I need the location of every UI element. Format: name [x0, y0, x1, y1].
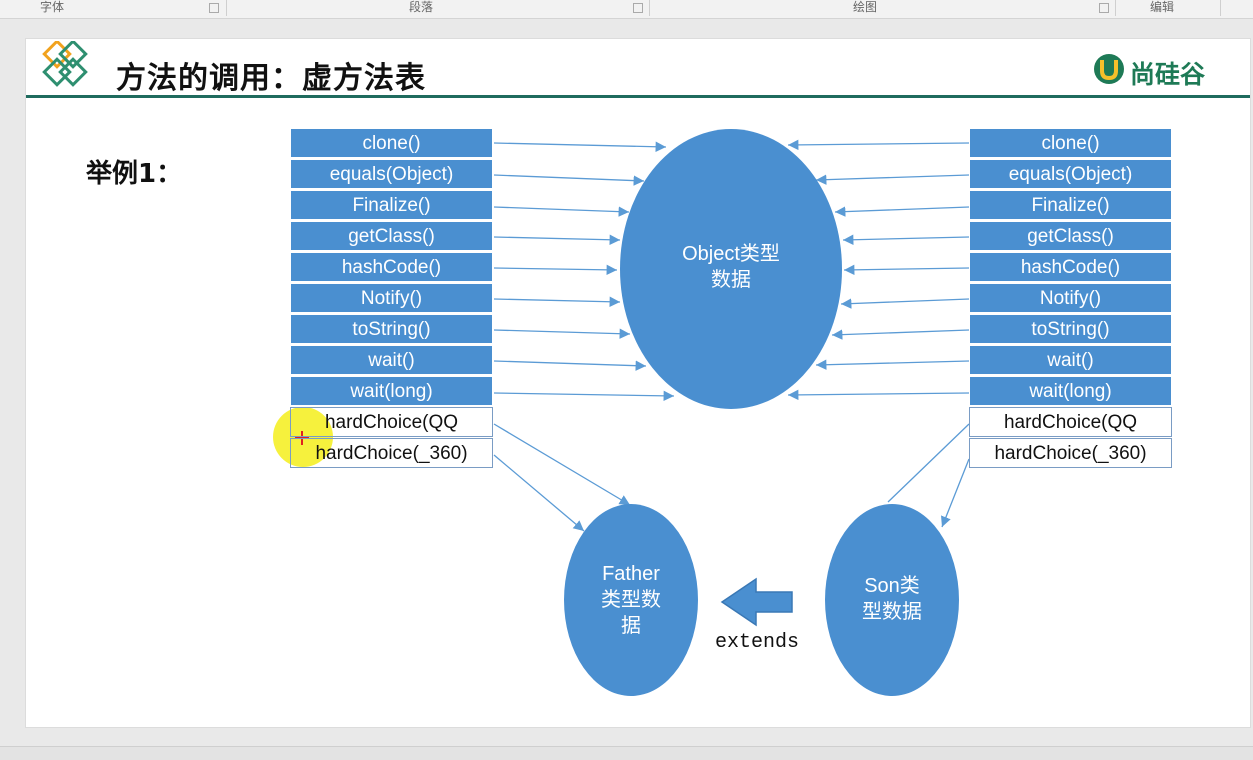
son-bubble: [825, 504, 959, 696]
left-method-row: clone(): [290, 128, 493, 158]
font-dialog-launcher-icon[interactable]: [209, 3, 219, 13]
left-method-row: Finalize(): [290, 190, 493, 220]
ribbon-group-editing[interactable]: 编辑: [1150, 0, 1175, 14]
right-method-row: wait(long): [969, 376, 1172, 406]
object-bubble: [620, 129, 842, 409]
father-bubble-line: 类型数: [601, 589, 661, 611]
left-method-row: toString(): [290, 314, 493, 344]
left-method-row: equals(Object): [290, 159, 493, 189]
left-method-row: wait(long): [290, 376, 493, 406]
son-bubble-line: Son类: [864, 575, 920, 597]
ribbon-group-font[interactable]: 字体: [40, 0, 65, 14]
slide-title: 方法的调用：虚方法表: [116, 61, 426, 96]
left-method-row: hashCode(): [290, 252, 493, 282]
right-own-method-row: hardChoice(QQ: [969, 407, 1172, 437]
son-bubble-label: Son类 型数据: [842, 573, 942, 625]
left-own-method-row: hardChoice(QQ: [290, 407, 493, 437]
ribbon-group-drawing[interactable]: 绘图: [853, 0, 878, 14]
ribbon-separator: [226, 0, 227, 16]
father-bubble-line: 据: [621, 615, 641, 637]
object-bubble-label: Object类型 数据: [651, 241, 811, 293]
example-label: 举例1：: [86, 159, 183, 189]
object-bubble-line: Object类型: [682, 243, 780, 265]
ribbon-separator: [1115, 0, 1116, 16]
own-method-arrows: [493, 423, 970, 532]
drawing-dialog-launcher-icon[interactable]: [1099, 3, 1109, 13]
diagram-canvas: [273, 129, 970, 696]
ribbon-separator: [649, 0, 650, 16]
object-bubble-line: 数据: [711, 269, 751, 291]
brand-name: 尚硅谷: [1130, 60, 1206, 89]
right-method-row: hashCode(): [969, 252, 1172, 282]
left-method-row: Notify(): [290, 283, 493, 313]
title-divider: [26, 95, 1250, 98]
diamond-logo-icon: [42, 41, 88, 87]
right-method-row: clone(): [969, 128, 1172, 158]
father-bubble-label: Father 类型数 据: [581, 561, 681, 639]
right-method-row: equals(Object): [969, 159, 1172, 189]
ribbon-bar: 字体 段落 绘图 编辑: [0, 0, 1253, 19]
father-bubble: [564, 504, 698, 696]
left-method-row: wait(): [290, 345, 493, 375]
slide-canvas[interactable]: 方法的调用：虚方法表 尚硅谷 举例1：: [25, 38, 1251, 728]
right-arrows: [787, 139, 970, 401]
right-method-row: Finalize(): [969, 190, 1172, 220]
ribbon-group-paragraph[interactable]: 段落: [409, 0, 434, 14]
father-bubble-line: Father: [602, 563, 660, 585]
left-method-row: getClass(): [290, 221, 493, 251]
right-method-row: toString(): [969, 314, 1172, 344]
extends-arrow-icon: [720, 577, 793, 627]
left-own-method-row: hardChoice(_360): [290, 438, 493, 468]
status-bar: [0, 746, 1253, 760]
brand-logo-icon: [1094, 54, 1124, 84]
right-method-row: Notify(): [969, 283, 1172, 313]
ribbon-separator: [1220, 0, 1221, 16]
son-bubble-line: 型数据: [862, 601, 922, 623]
extends-label: extends: [715, 631, 800, 654]
right-own-method-row: hardChoice(_360): [969, 438, 1172, 468]
right-method-row: wait(): [969, 345, 1172, 375]
left-arrows: [493, 141, 675, 402]
right-method-row: getClass(): [969, 221, 1172, 251]
paragraph-dialog-launcher-icon[interactable]: [633, 3, 643, 13]
